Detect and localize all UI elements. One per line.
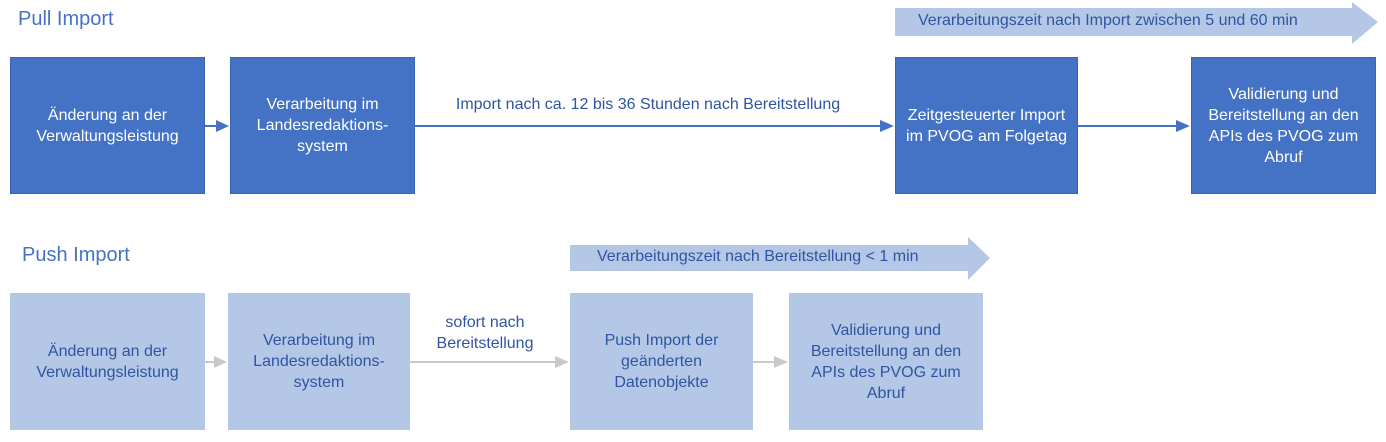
pull-edge-label: Import nach ca. 12 bis 36 Stunden nach B…: [455, 96, 841, 113]
push-banner-text: Verarbeitungszeit nach Bereitstellung < …: [597, 248, 919, 265]
pull-step-scheduled-import: Zeitgesteuerter Import im PVOG am Folget…: [895, 57, 1078, 194]
push-edge-label: sofort nach Bereitstellung: [436, 314, 534, 352]
pull-arrow-1: [205, 120, 229, 132]
push-arrow-3: [753, 356, 788, 368]
pull-step-processing: Verarbeitung im Landesredaktions-system: [230, 57, 415, 194]
push-step-change: Änderung an der Verwaltungsleistung: [10, 293, 205, 430]
push-step-processing: Verarbeitung im Landesredaktions-system: [228, 293, 410, 430]
push-arrow-1: [205, 356, 227, 368]
pull-arrow-2: [415, 120, 894, 132]
pull-import-title: Pull Import: [18, 8, 114, 30]
push-step-push-import: Push Import der geänderten Datenobjekte: [570, 293, 753, 430]
pull-step-change: Änderung an der Verwaltungsleistung: [10, 57, 205, 194]
pull-arrow-3: [1078, 120, 1190, 132]
push-step-validation: Validierung und Bereitstellung an den AP…: [789, 293, 983, 430]
pull-banner-arrow: [895, 2, 1378, 44]
push-import-title: Push Import: [22, 244, 130, 266]
push-banner-arrow: [570, 237, 990, 280]
push-arrow-2: [410, 356, 569, 368]
pull-step-validation: Validierung und Bereitstellung an den AP…: [1191, 57, 1376, 194]
pull-banner-text: Verarbeitungszeit nach Import zwischen 5…: [918, 12, 1298, 29]
